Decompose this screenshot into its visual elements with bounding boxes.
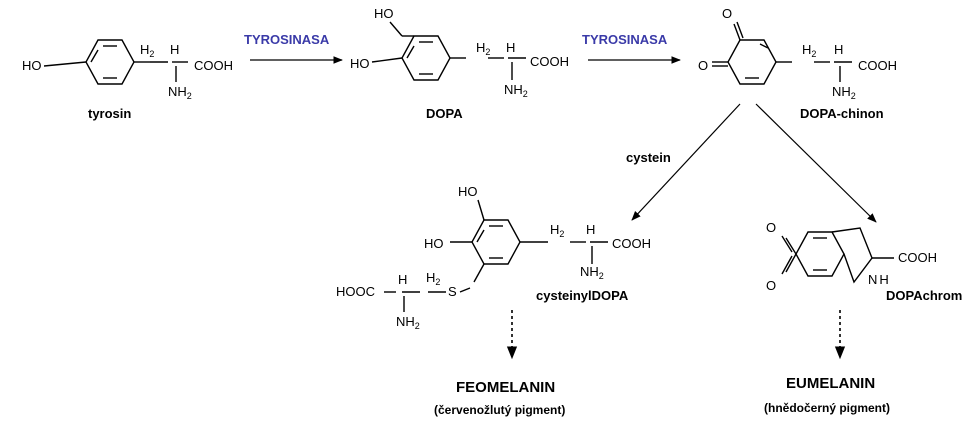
cysteine-hooc-group: HOOC bbox=[336, 284, 375, 299]
cysteinyldopa-ho-top: HO bbox=[458, 184, 478, 199]
tyrosin-nh2-group: NH2 bbox=[168, 84, 192, 101]
dopa-chinon-nh2-group: NH2 bbox=[832, 84, 856, 101]
dopa-chinon-structure: O O H2 H COOH NH2 DOPA-chinon bbox=[698, 6, 897, 121]
cysteinyldopa-nh2-group: NH2 bbox=[580, 264, 604, 281]
tyrosin-ch2-group: H2 bbox=[140, 42, 154, 59]
dopa-chinon-ch-group: H bbox=[834, 42, 843, 57]
enzyme-label-2: TYROSINASA bbox=[582, 32, 668, 47]
cysteinyldopa-cooh-group: COOH bbox=[612, 236, 651, 251]
dopachrom-oxo-bottom: O bbox=[766, 278, 776, 293]
arrow-to-cysteinyldopa bbox=[631, 103, 741, 221]
tyrosin-structure: HO H2 H COOH NH2 tyrosin bbox=[22, 39, 233, 121]
tyrosin-ch-group: H bbox=[170, 42, 179, 57]
cysteinyldopa-label: cysteinylDOPA bbox=[536, 288, 629, 303]
dopachrom-cooh-group: COOH bbox=[898, 250, 937, 265]
dopa-label: DOPA bbox=[426, 106, 463, 121]
dopa-ho-group-left: HO bbox=[350, 56, 370, 71]
eumelanin-note: (hnědočerný pigment) bbox=[764, 401, 890, 415]
cysteinyldopa-ch2-group: H2 bbox=[550, 222, 564, 239]
dopa-chinon-oxo-top: O bbox=[722, 6, 732, 21]
tyrosinase-step-2: TYROSINASA bbox=[582, 32, 681, 64]
dopa-nh2-group: NH2 bbox=[504, 82, 528, 99]
dopachrom-oxo-top: O bbox=[766, 220, 776, 235]
dopa-chinon-ch2-group: H2 bbox=[802, 42, 816, 59]
enzyme-label-1: TYROSINASA bbox=[244, 32, 330, 47]
cystein-reagent-label: cystein bbox=[626, 150, 671, 165]
eumelanin-label: EUMELANIN bbox=[786, 375, 875, 392]
tyrosin-ho-group: HO bbox=[22, 58, 42, 73]
tyrosin-label: tyrosin bbox=[88, 106, 131, 121]
tyrosin-cooh-group: COOH bbox=[194, 58, 233, 73]
cysteine-ch2-group: H2 bbox=[426, 270, 440, 287]
feomelanin-label: FEOMELANIN bbox=[456, 379, 555, 396]
eumelanin-product: EUMELANIN (hnědočerný pigment) bbox=[764, 375, 890, 415]
feomelanin-product: FEOMELANIN (červenožlutý pigment) bbox=[434, 379, 565, 417]
cysteine-nh2-group: NH2 bbox=[396, 314, 420, 331]
arrow-to-dopachrom bbox=[755, 103, 877, 223]
tyrosinase-step-1: TYROSINASA bbox=[244, 32, 343, 64]
dopa-ho-group-top: HO bbox=[374, 6, 394, 21]
cysteinyldopa-sulfur: S bbox=[448, 284, 457, 299]
dopa-ch-group: H bbox=[506, 40, 515, 55]
dopa-chinon-oxo-left: O bbox=[698, 58, 708, 73]
feomelanin-note: (červenožlutý pigment) bbox=[434, 403, 565, 417]
cysteinyldopa-ch-group: H bbox=[586, 222, 595, 237]
dopa-chinon-label: DOPA-chinon bbox=[800, 106, 884, 121]
dopachrom-five-ring bbox=[831, 227, 873, 284]
dopa-cooh-group: COOH bbox=[530, 54, 569, 69]
dopachrom-label: DOPAchrom bbox=[886, 288, 962, 303]
cysteinyldopa-structure: HO HO H2 H COOH NH2 S H2 H HOOC NH2 cyst… bbox=[336, 184, 651, 331]
dopa-chinon-cooh-group: COOH bbox=[858, 58, 897, 73]
branch-arrows: cystein bbox=[626, 103, 877, 223]
cysteinyldopa-ho-left: HO bbox=[424, 236, 444, 251]
dopa-structure: HO HO H2 H COOH NH2 DOPA bbox=[350, 6, 569, 121]
dopa-ch2-group: H2 bbox=[476, 40, 490, 57]
cysteine-ch-group: H bbox=[398, 272, 407, 287]
